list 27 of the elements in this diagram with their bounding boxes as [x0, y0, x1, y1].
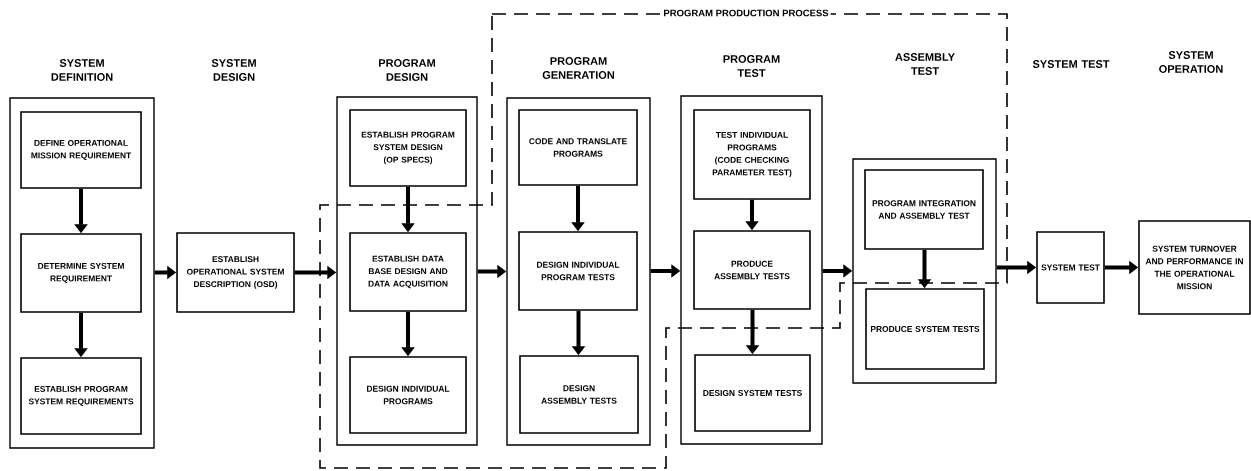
process-box: DESIGN ASSEMBLY TESTS — [519, 355, 639, 434]
process-box: SYSTEM TEST — [1036, 231, 1105, 304]
process-box: DESIGN SYSTEM TESTS — [694, 354, 811, 432]
process-box: CODE AND TRANSLATE PROGRAMS — [518, 109, 638, 186]
process-box: TEST INDIVIDUAL PROGRAMS (CODE CHECKING PARAMETER TEST) — [693, 109, 811, 200]
process-box: ESTABLISH DATA BASE DESIGN AND DATA ACQUISITION — [349, 232, 467, 312]
node-label: PROGRAM GENERATION — [542, 57, 615, 79]
process-box: DESIGN INDIVIDUAL PROGRAMS — [349, 356, 467, 434]
process-box: DETERMINE SYSTEM REQUIREMENT — [20, 233, 142, 313]
column-heading: SYSTEM TEST — [1032, 60, 1110, 68]
process-box: SYSTEM TURNOVER AND PERFORMANCE IN THE OPERATIONAL MISSION — [1138, 220, 1251, 315]
process-box: ESTABLISH OPERATIONAL SYSTEM DESCRIPTION (OSD) — [176, 232, 295, 313]
node-label: SYSTEM DEFINITION — [51, 59, 113, 81]
node-label: PROGRAM TEST — [723, 55, 780, 77]
process-box: DEFINE OPERATIONAL MISSION REQUIREMENT — [20, 111, 142, 189]
column-heading: SYSTEM DESIGN — [211, 59, 256, 81]
node-label: PROGRAM DESIGN — [379, 59, 435, 81]
process-box: ESTABLISH PROGRAM SYSTEM REQUIREMENTS — [20, 357, 142, 435]
stage-box — [852, 158, 997, 384]
column-heading: SYSTEM OPERATION — [1159, 51, 1223, 73]
process-box: PRODUCE ASSEMBLY TESTS — [693, 230, 811, 310]
region-title: PROGRAM PRODUCTION PROCESS — [661, 7, 831, 19]
process-box: DESIGN INDIVIDUAL PROGRAM TESTS — [518, 231, 638, 311]
process-box: ESTABLISH PROGRAM SYSTEM DESIGN (OP SPECS) — [349, 109, 467, 187]
process-box: PRODUCE SYSTEM TESTS — [865, 288, 985, 370]
process-box: PROGRAM INTEGRATION AND ASSEMBLY TEST — [864, 169, 984, 250]
column-heading: ASSEMBLY TEST — [895, 53, 955, 75]
